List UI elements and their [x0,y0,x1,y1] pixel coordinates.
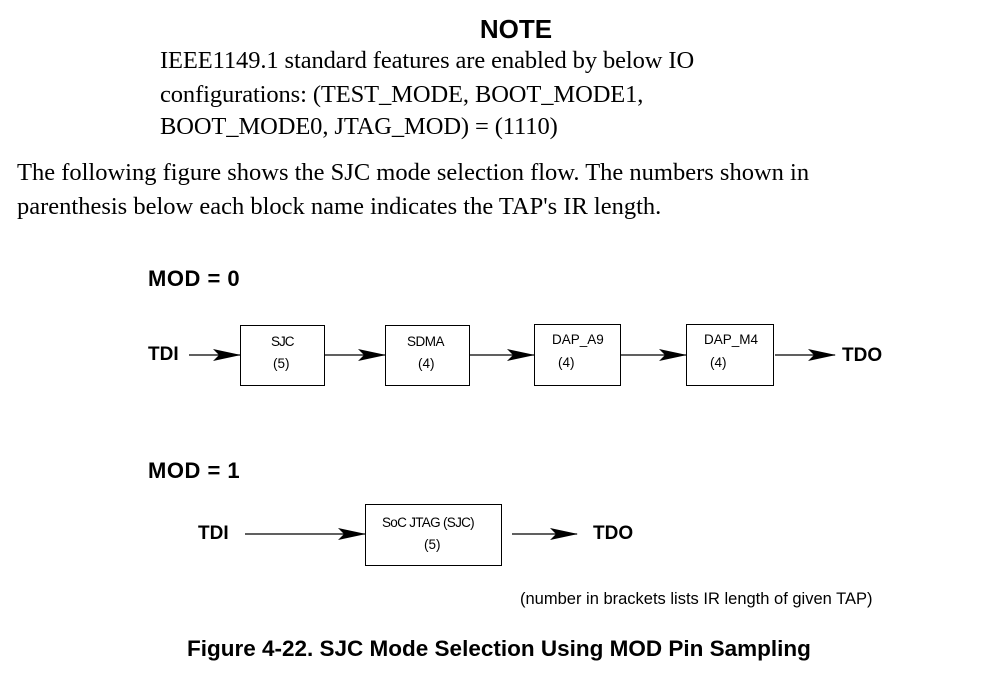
block-ir-length: (4) [558,355,575,370]
mod1-block-soc-jtag: SoC JTAG (SJC) (5) [365,504,502,566]
mod0-block-sjc: SJC (5) [240,325,325,386]
note-text-line: BOOT_MODE0, JTAG_MOD) = (1110) [160,113,558,140]
block-ir-length: (4) [418,356,435,371]
mod0-block-dap-a9: DAP_A9 (4) [534,324,621,386]
note-text-line: IEEE1149.1 standard features are enabled… [160,47,695,74]
block-name: SDMA [407,334,445,349]
mod1-label: MOD = 1 [148,458,241,483]
figure-caption: Figure 4-22. SJC Mode Selection Using MO… [187,636,811,661]
mod0-tdi-label: TDI [148,344,179,365]
mod0-block-dap-m4: DAP_M4 (4) [686,324,774,386]
mod0-tdo-label: TDO [842,345,883,366]
block-name: DAP_M4 [704,332,759,347]
block-name: DAP_A9 [552,332,604,347]
body-paragraph-line: parenthesis below each block name indica… [17,193,662,220]
block-name: SJC [271,334,294,349]
block-name: SoC JTAG (SJC) [382,515,475,530]
mod0-label: MOD = 0 [148,266,241,291]
block-ir-length: (5) [273,356,290,371]
mod1-tdo-label: TDO [593,523,634,544]
mod1-tdi-label: TDI [198,523,229,544]
mod0-block-sdma: SDMA (4) [385,325,470,386]
note-text-line: configurations: (TEST_MODE, BOOT_MODE1, [160,81,644,108]
body-paragraph-line: The following figure shows the SJC mode … [17,159,810,186]
block-ir-length: (5) [424,537,441,552]
block-ir-length: (4) [710,355,727,370]
note-title: NOTE [479,14,553,44]
figure-legend-note: (number in brackets lists IR length of g… [520,590,873,608]
